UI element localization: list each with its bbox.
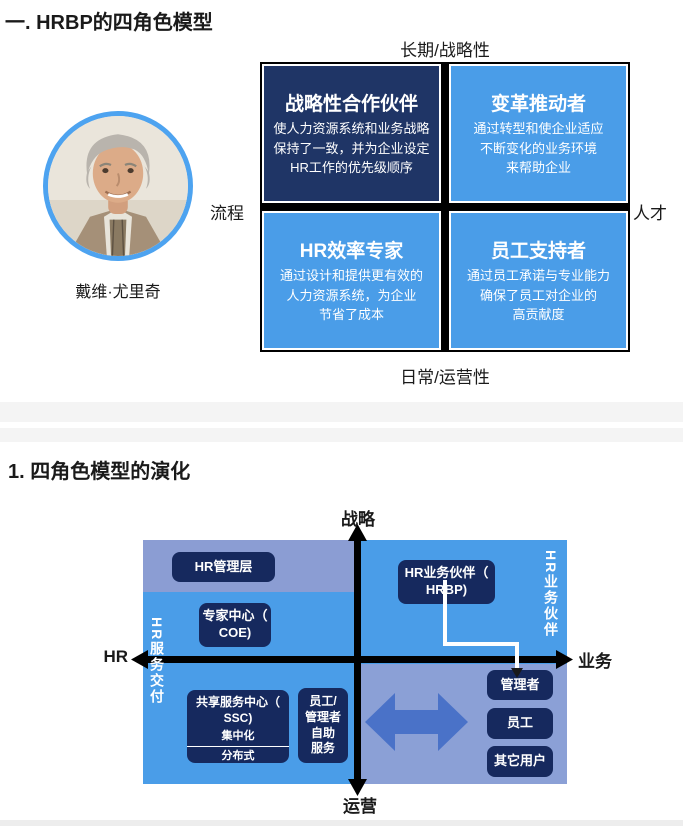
quadrant-desc: 使人力资源系统和业务战略 保持了一致，并为企业设定 HR工作的优先级顺序 — [273, 121, 430, 176]
section-separator — [0, 428, 683, 442]
right-axis-vertical-label: HR业务伙伴 — [543, 550, 559, 639]
matrix-axis-left-label: 流程 — [210, 204, 244, 223]
matrix-axis-right-label: 人才 — [633, 204, 667, 223]
box-manager: 管理者 — [487, 670, 553, 700]
quadrant-strategic-partner: 战略性合作伙伴 使人力资源系统和业务战略 保持了一致，并为企业设定 HR工作的优… — [262, 64, 441, 203]
section2-heading: 1. 四角色模型的演化 — [8, 461, 191, 483]
left-axis-vertical-label: HR服务交付 — [149, 617, 165, 706]
box-self-service: 员工/ 管理者 自助 服务 — [298, 688, 348, 763]
box-other-users: 其它用户 — [487, 746, 553, 777]
section1-heading: 一. HRBP的四角色模型 — [5, 12, 213, 34]
quadrant-employee-champion: 员工支持者 通过员工承诺与专业能力 确保了员工对企业的 高贡献度 — [449, 211, 628, 350]
avatar — [43, 111, 193, 261]
four-role-matrix: 战略性合作伙伴 使人力资源系统和业务战略 保持了一致，并为企业设定 HR工作的优… — [260, 62, 630, 352]
box-ssc-centralized: 集中化 — [221, 730, 255, 743]
evolution-diagram: HR服务交付 HR业务伙伴 战略 运营 HR 业务 HR管理层 专家中心（ CO… — [0, 495, 683, 826]
quadrant-title: 员工支持者 — [490, 241, 586, 263]
box-hrbp: HR业务伙伴（ HRBP) — [398, 560, 495, 604]
axis-left-label: HR — [103, 647, 128, 666]
bottom-separator — [0, 820, 683, 826]
section-separator — [0, 402, 683, 422]
quadrant-hr-efficiency-expert: HR效率专家 通过设计和提供更有效的 人力资源系统，为企业 节省了成本 — [262, 211, 441, 350]
axis-top-label: 战略 — [341, 510, 375, 529]
quadrant-desc: 通过员工承诺与专业能力 确保了员工对企业的 高贡献度 — [466, 268, 610, 323]
box-ssc-title: 共享服务中心（ SSC) — [195, 695, 280, 725]
matrix-axis-bottom-label: 日常/运营性 — [400, 368, 490, 387]
portrait-photo — [48, 116, 188, 256]
quadrant-change-agent: 变革推动者 通过转型和使企业适应 不断变化的业务环境 来帮助企业 — [449, 64, 628, 203]
matrix-axis-top-label: 长期/战略性 — [400, 41, 490, 60]
quadrant-title: HR效率专家 — [299, 241, 404, 263]
quadrant-title: 战略性合作伙伴 — [284, 94, 418, 116]
axis-right-label: 业务 — [578, 652, 612, 671]
quadrant-desc: 通过设计和提供更有效的 人力资源系统，为企业 节省了成本 — [279, 268, 423, 323]
box-coe: 专家中心（ COE) — [199, 603, 271, 647]
person-name: 戴维·尤里奇 — [75, 284, 161, 301]
box-hr-management: HR管理层 — [172, 552, 275, 582]
axis-bottom-label: 运营 — [343, 797, 377, 816]
quadrant-title: 变革推动者 — [490, 94, 586, 116]
box-ssc-distributed: 分布式 — [221, 749, 255, 762]
quadrant-desc: 通过转型和使企业适应 不断变化的业务环境 来帮助企业 — [473, 121, 604, 176]
box-employee: 员工 — [487, 708, 553, 739]
box-ssc: 共享服务中心（ SSC) 集中化 分布式 — [187, 690, 289, 763]
